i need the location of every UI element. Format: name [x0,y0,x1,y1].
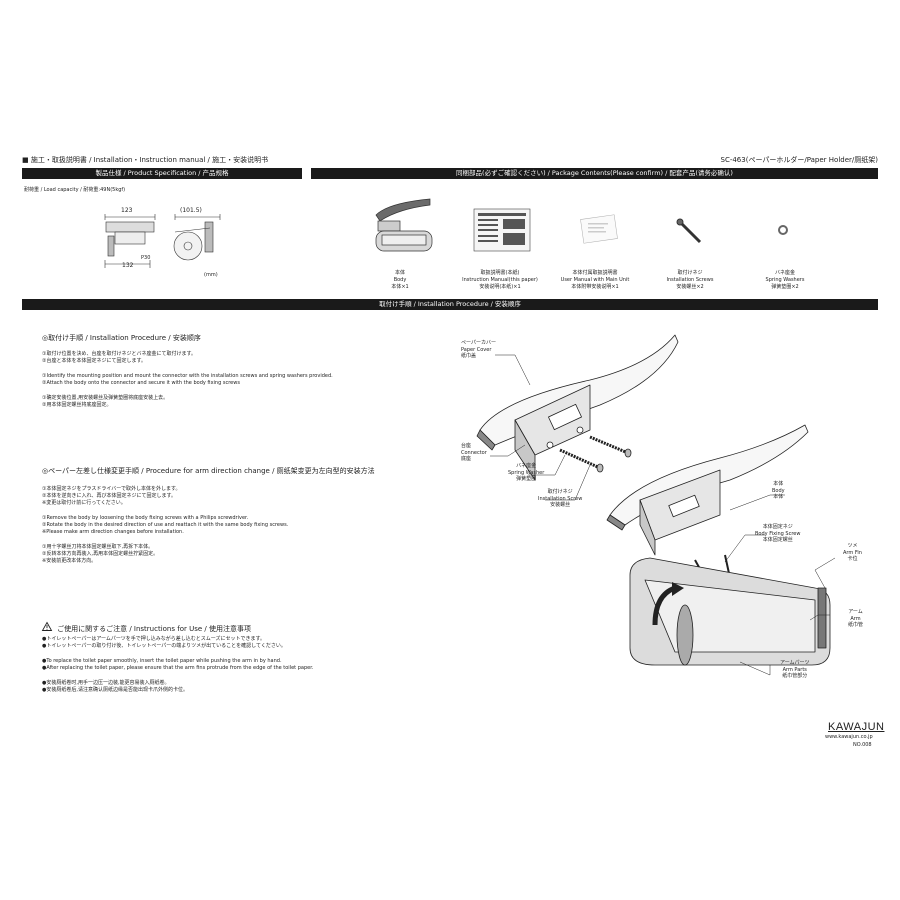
paper-holder-body-icon [375,198,433,252]
dim-123: 123 [121,207,133,214]
caution-heading-row: ご使用に関するご注意 / Instructions for Use / 使用注意… [41,616,251,635]
spec-drawing [104,214,221,268]
install-heading: ◎取付け手順 / Installation Procedure / 安装顺序 [42,334,201,342]
unit-mm: (mm) [204,272,218,278]
spring-washer-icon [778,225,788,235]
installation-diagram [476,334,836,676]
brand-url: www.kawajun.co.jp [825,734,873,740]
procedure-bar: 取付け手順 / Installation Procedure / 安装顺序 [22,299,878,310]
user-manual-icon [580,214,618,244]
installation-screw-icon [676,218,702,244]
contents-bar: 同梱部品(必ずご確認ください) / Package Contents(Pleas… [311,168,878,179]
brand-logo: KAWAJUN [828,721,885,733]
document-number: NO.008 [853,742,872,748]
warning-icon [41,621,53,631]
package-item-instruction-manual: 取扱説明書(本紙)Instruction Manual(this paper)安… [462,270,538,290]
dim-132: 132 [122,262,134,269]
arm-change-heading: ◎ペーパー左差し仕様変更手順 / Procedure for arm direc… [42,467,375,475]
caution-heading: ご使用に関するご注意 / Instructions for Use / 使用注意… [57,625,251,633]
load-capacity: 耐荷重 / Load capacity / 耐荷重:49N(5kgf) [24,187,126,193]
install-steps: ①取付け位置を決め、台座を取付けネジとバネ座金にて取付けます。 ②台座と本体を本… [42,351,333,408]
manual-title: ■ 施工・取扱説明書 / Installation・Instruction ma… [22,156,269,164]
dim-p30: P30 [141,255,151,261]
caution-notes: ●トイレットペーパーはアームパーツを手で押し込みながら差し込むとスムーズにセット… [42,636,314,693]
model-number: SC-463(ペーパーホルダー/Paper Holder/厕纸架) [720,156,879,164]
instruction-manual-icon [473,208,531,252]
dim-101-5: (101.5) [180,207,202,214]
arm-change-steps: ①本体固定ネジをプラスドライバーで取外し本体を外します。 ②本体を逆向きに入れ、… [42,486,289,564]
spec-bar: 製品仕様 / Product Specification / 产品规格 [22,168,302,179]
